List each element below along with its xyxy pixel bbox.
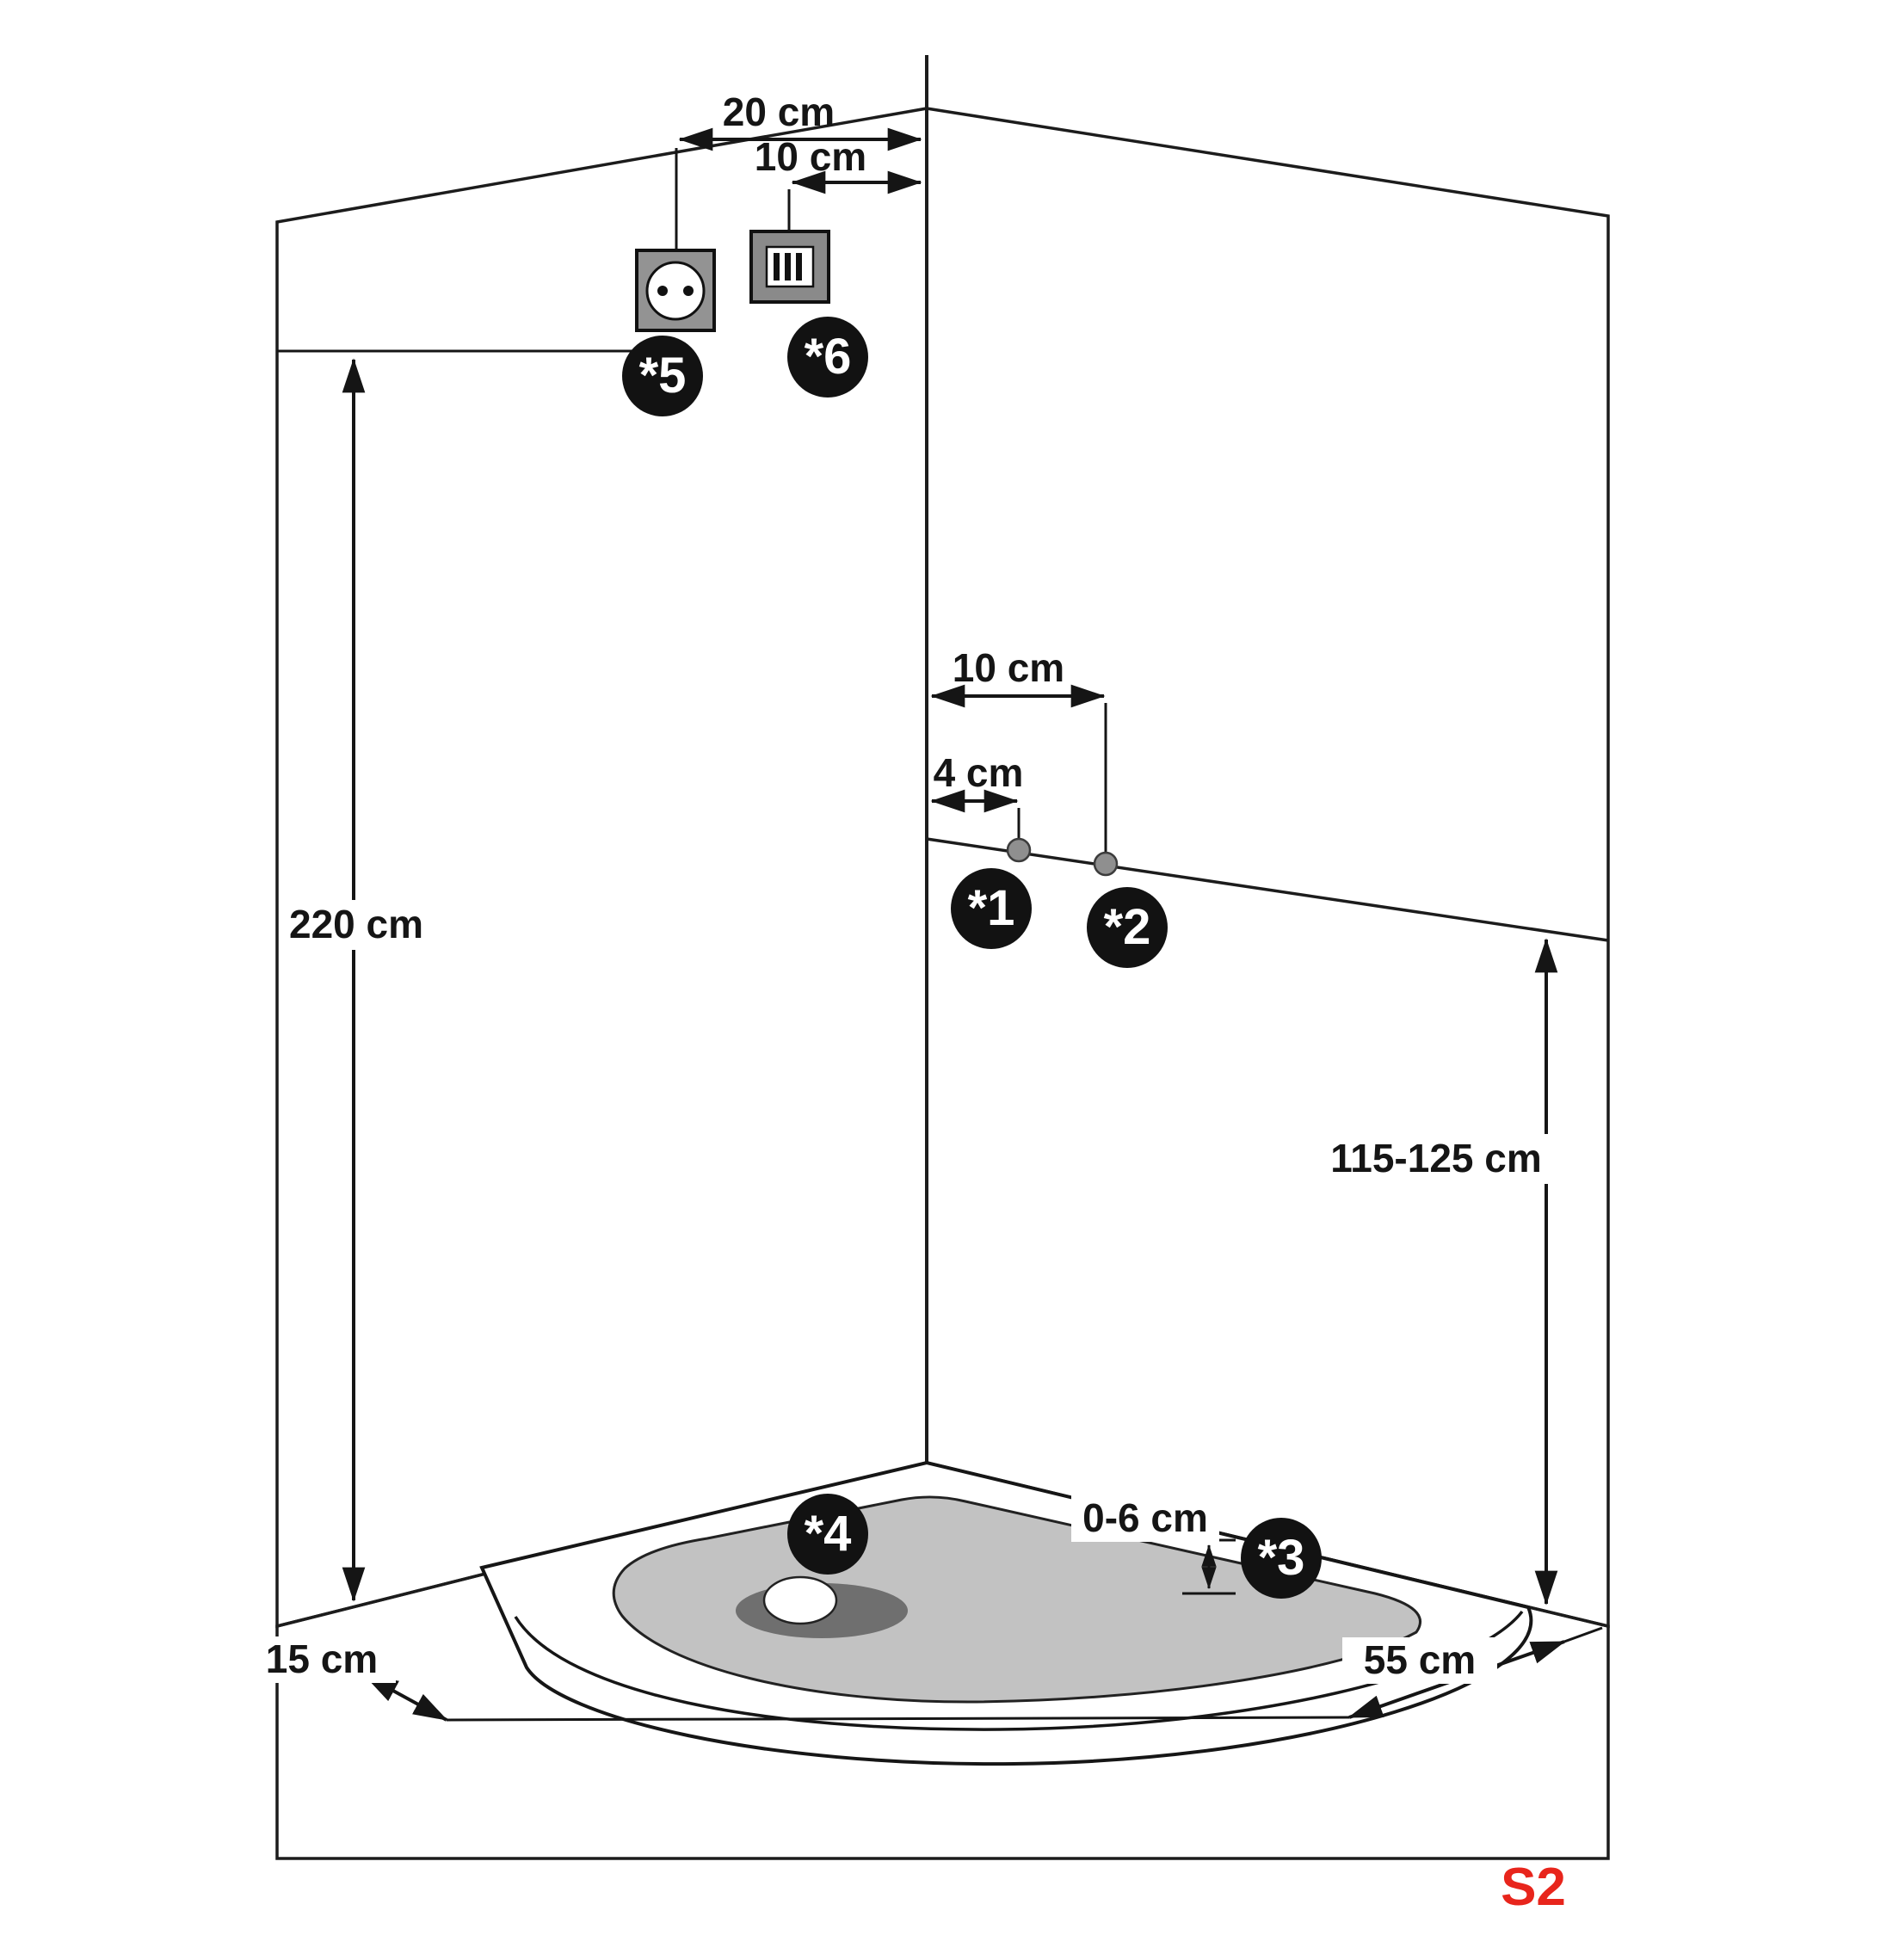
dimension-label-conn-4: 4 cm: [934, 750, 1024, 795]
dimension-label-conn-10: 10 cm: [953, 645, 1064, 690]
marker-circle: [787, 1494, 868, 1575]
marker-circle: [951, 868, 1032, 949]
measurement-tail-line: [1563, 1626, 1603, 1643]
label-bg: [1342, 1637, 1497, 1684]
socket-offset-measurement: 20 cm: [675, 89, 922, 249]
switch-grill-bar: [796, 253, 802, 280]
switch-grill-bar: [785, 253, 791, 280]
switch-grill-bar: [774, 253, 780, 280]
marker-circle: [622, 336, 703, 416]
socket-pin-hole: [657, 286, 668, 296]
dimension-label-socket-offset: 20 cm: [723, 89, 835, 134]
dimension-label-drain-left: 15 cm: [266, 1636, 378, 1681]
dimension-label-wall-height: 220 cm: [289, 902, 423, 946]
drain-cap: [762, 1575, 838, 1625]
wall-panel-seam-line: [926, 837, 1609, 942]
marker-label: *2: [1104, 899, 1151, 955]
marker-circle: [787, 317, 868, 398]
label-bg: [1071, 1495, 1219, 1542]
marker-3: *3: [1241, 1518, 1322, 1599]
marker-1: *1: [951, 868, 1032, 949]
marker-label: *5: [639, 348, 687, 404]
marker-5: *5: [622, 336, 703, 416]
marker-6: *6: [787, 317, 868, 398]
tray-depth-measurement: 0-6 cm: [1071, 1495, 1236, 1595]
connection-height-measurement: 115-125 cm: [1323, 938, 1558, 1606]
marker-2: *2: [1087, 887, 1168, 968]
connection-measurements: 10 cm 4 cm: [930, 645, 1119, 877]
dimension-label-drain-right: 55 cm: [1364, 1637, 1476, 1682]
socket-face: [645, 261, 706, 321]
switch-icon: [749, 230, 830, 304]
marker-label: *4: [805, 1506, 852, 1562]
marker-4: *4: [787, 1494, 868, 1575]
sheet-code: S2: [1501, 1858, 1566, 1917]
floor-measurements: 15 cm 55 cm: [248, 1626, 1603, 1722]
marker-label: *1: [968, 880, 1015, 936]
marker-label: *6: [805, 329, 852, 385]
power-socket-icon: [635, 249, 716, 332]
dimension-label-conn-height: 115-125 cm: [1330, 1136, 1542, 1180]
marker-circle: [1087, 887, 1168, 968]
label-bg: [282, 900, 430, 950]
label-bg: [248, 1636, 396, 1683]
measurement-connector-line: [446, 1716, 1350, 1722]
socket-pin-hole: [683, 286, 694, 296]
wall-height-measurement: 220 cm: [277, 349, 673, 1602]
switch-offset-measurement: 10 cm: [755, 134, 922, 230]
marker-label: *3: [1258, 1530, 1305, 1586]
connection-point-2: [1093, 851, 1119, 877]
connection-point-1: [1006, 837, 1032, 863]
marker-circle: [1241, 1518, 1322, 1599]
dimension-label-tray-depth: 0-6 cm: [1082, 1495, 1208, 1540]
dimension-label-switch-offset: 10 cm: [755, 134, 866, 179]
label-bg: [1323, 1134, 1549, 1184]
